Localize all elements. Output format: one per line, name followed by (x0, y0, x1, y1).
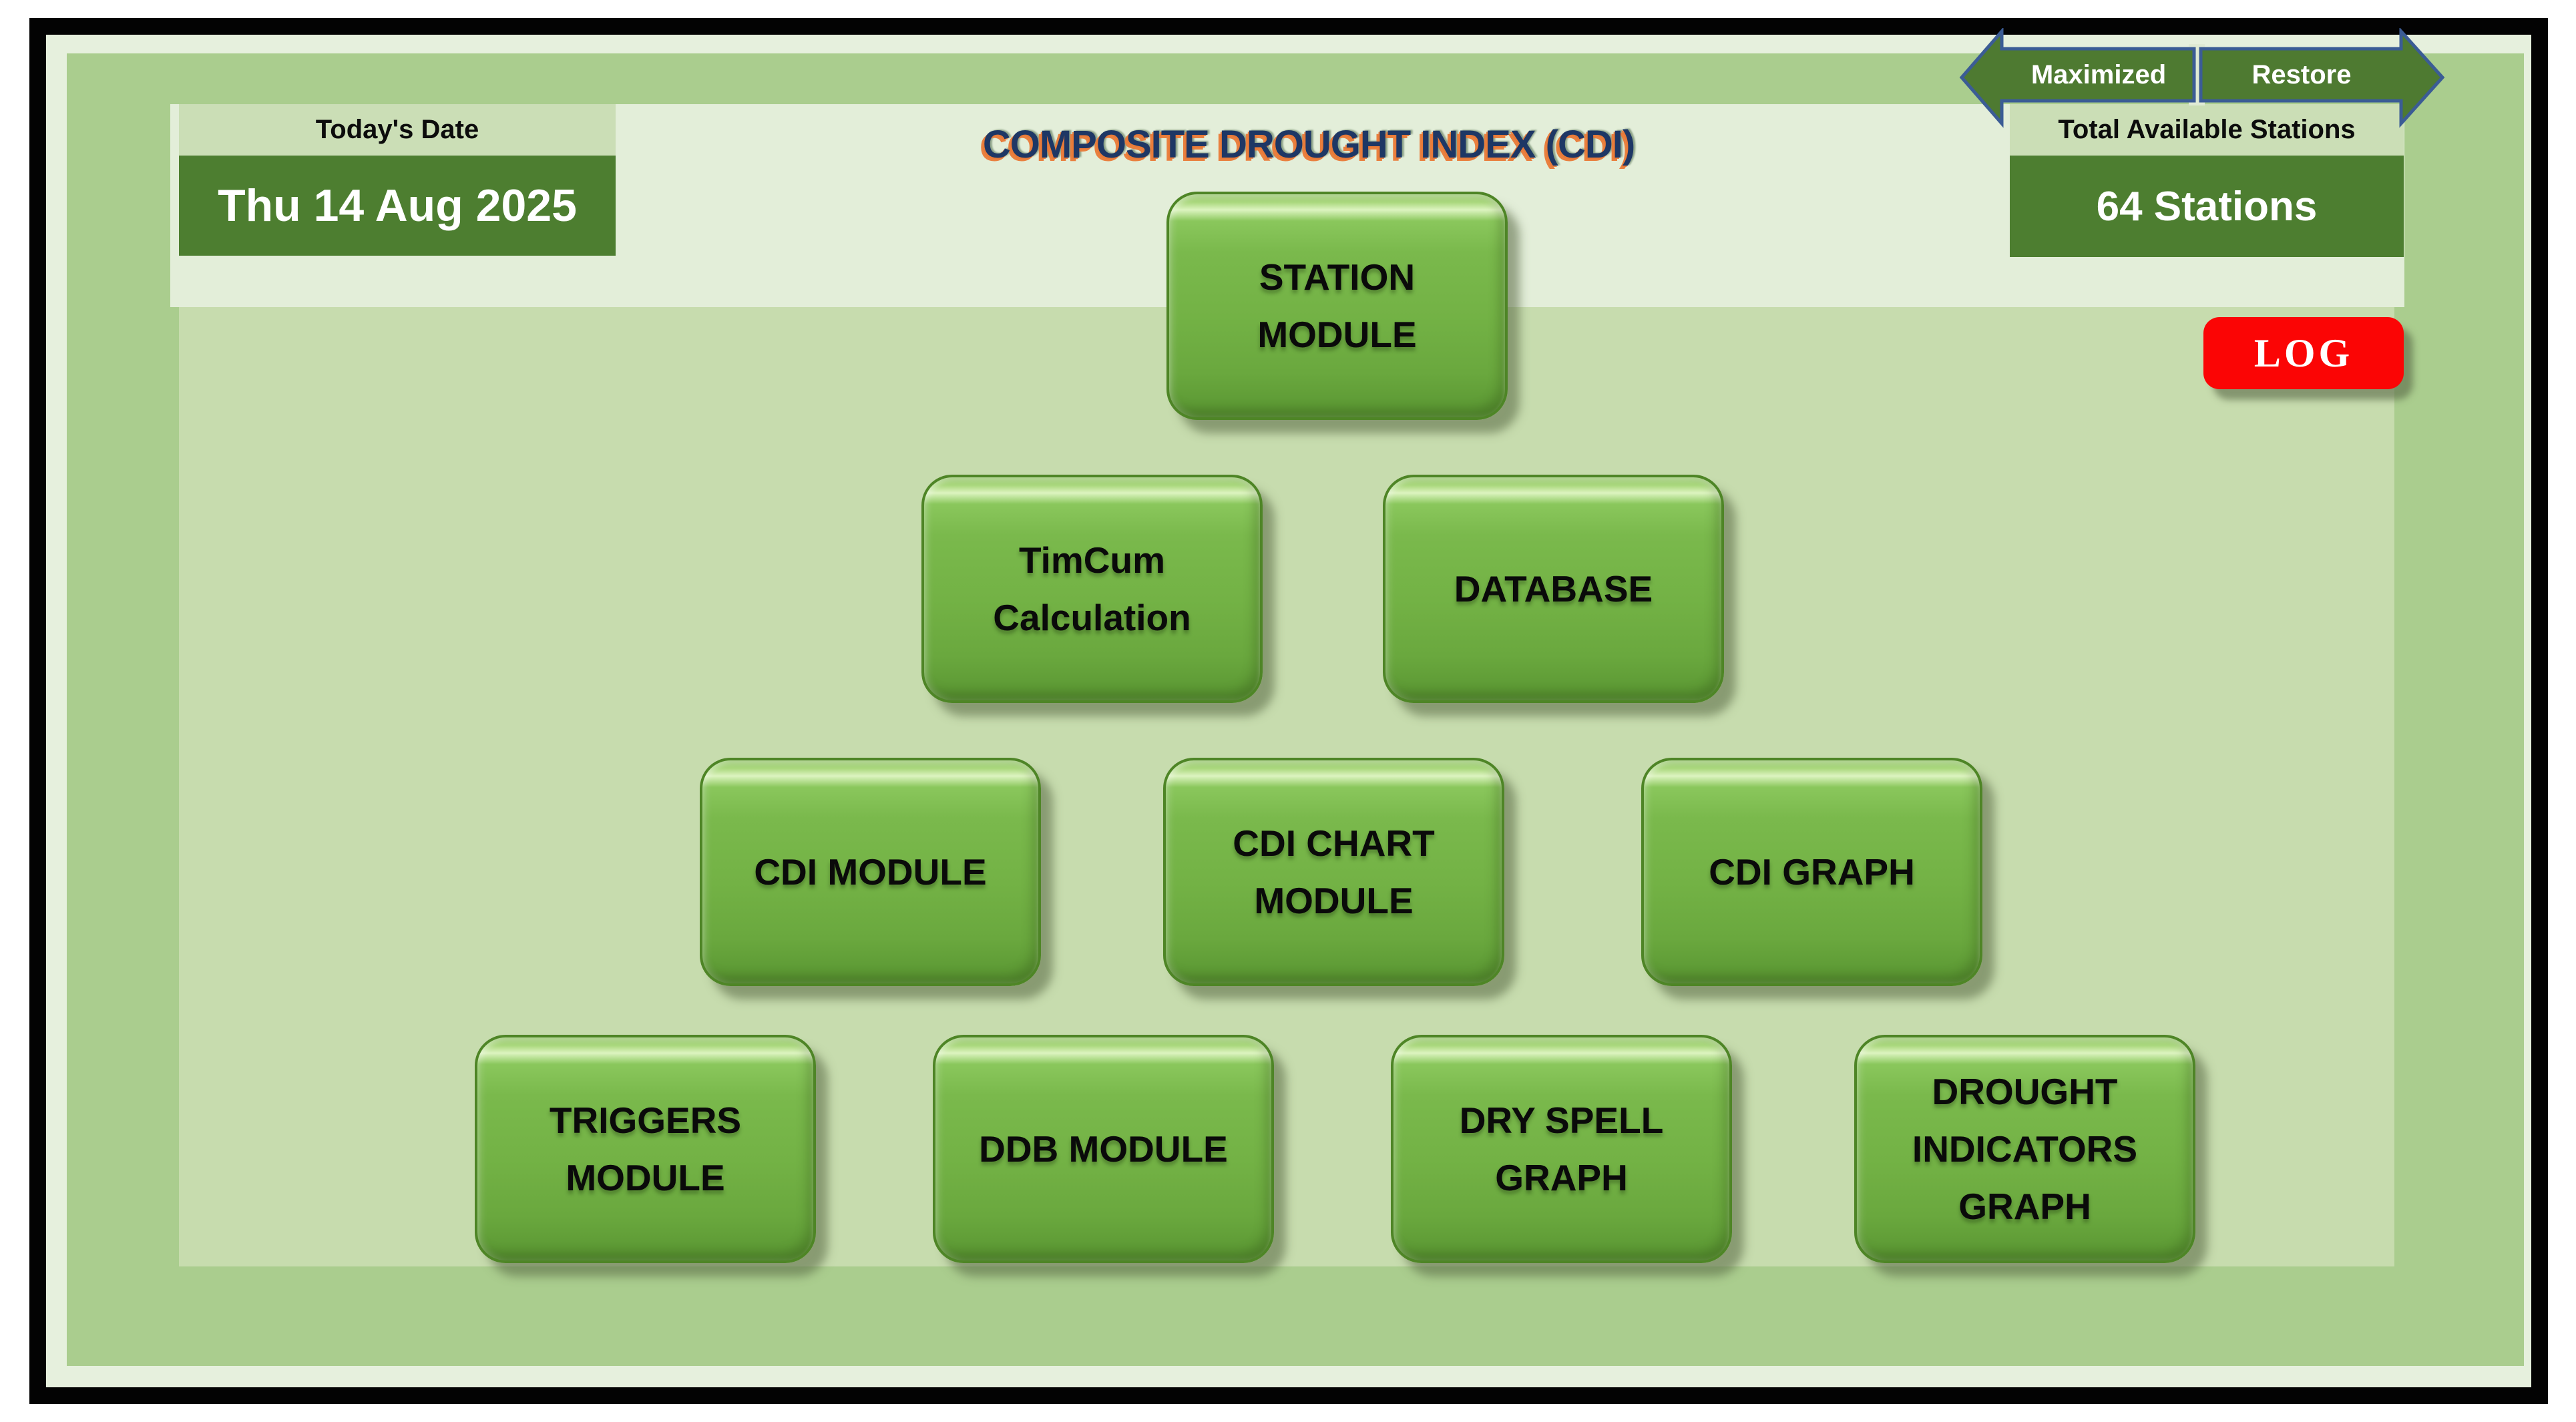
database-button[interactable]: DATABASE (1383, 475, 1724, 703)
timcum-calculation-button[interactable]: TimCum Calculation (921, 475, 1263, 703)
restore-button[interactable]: Restore (2251, 59, 2352, 89)
total-stations-label: Total Available Stations (2010, 104, 2404, 156)
cdi-chart-module-label: CDI CHART MODULE (1233, 822, 1435, 921)
restore-right-arrow-icon[interactable] (2199, 28, 2445, 128)
log-button[interactable]: LOG (2203, 317, 2404, 389)
cdi-module-button[interactable]: CDI MODULE (700, 758, 1041, 986)
triggers-module-button[interactable]: TRIGGERS MODULE (475, 1035, 816, 1263)
drought-indicators-graph-button[interactable]: DROUGHT INDICATORS GRAPH (1854, 1035, 2195, 1263)
station-module-button[interactable]: STATION MODULE (1166, 192, 1508, 420)
todays-date-value: Thu 14 Aug 2025 (179, 156, 616, 256)
cdi-chart-module-button[interactable]: CDI CHART MODULE (1163, 758, 1504, 986)
database-label: DATABASE (1454, 568, 1653, 610)
dry-spell-graph-button[interactable]: DRY SPELL GRAPH (1391, 1035, 1732, 1263)
todays-date-label: Today's Date (179, 104, 616, 156)
ddb-module-button[interactable]: DDB MODULE (933, 1035, 1274, 1263)
triggers-module-label: TRIGGERS MODULE (549, 1100, 742, 1198)
cdi-module-label: CDI MODULE (754, 851, 987, 893)
ddb-module-label: DDB MODULE (979, 1128, 1228, 1170)
timcum-calculation-label: TimCum Calculation (993, 539, 1191, 638)
total-stations-value: 64 Stations (2010, 156, 2404, 257)
page-title: COMPOSITE DROUGHT INDEX (CDI) (982, 122, 1635, 166)
window-size-arrows-icon (1959, 28, 2445, 128)
maximize-left-arrow-icon[interactable] (1959, 28, 2196, 128)
cdi-graph-label: CDI GRAPH (1709, 851, 1915, 893)
dry-spell-graph-label: DRY SPELL GRAPH (1459, 1100, 1664, 1198)
maximized-button[interactable]: Maximized (2030, 59, 2167, 89)
drought-indicators-graph-label: DROUGHT INDICATORS GRAPH (1912, 1071, 2138, 1227)
station-module-label: STATION MODULE (1257, 256, 1417, 355)
cdi-graph-button[interactable]: CDI GRAPH (1641, 758, 1982, 986)
